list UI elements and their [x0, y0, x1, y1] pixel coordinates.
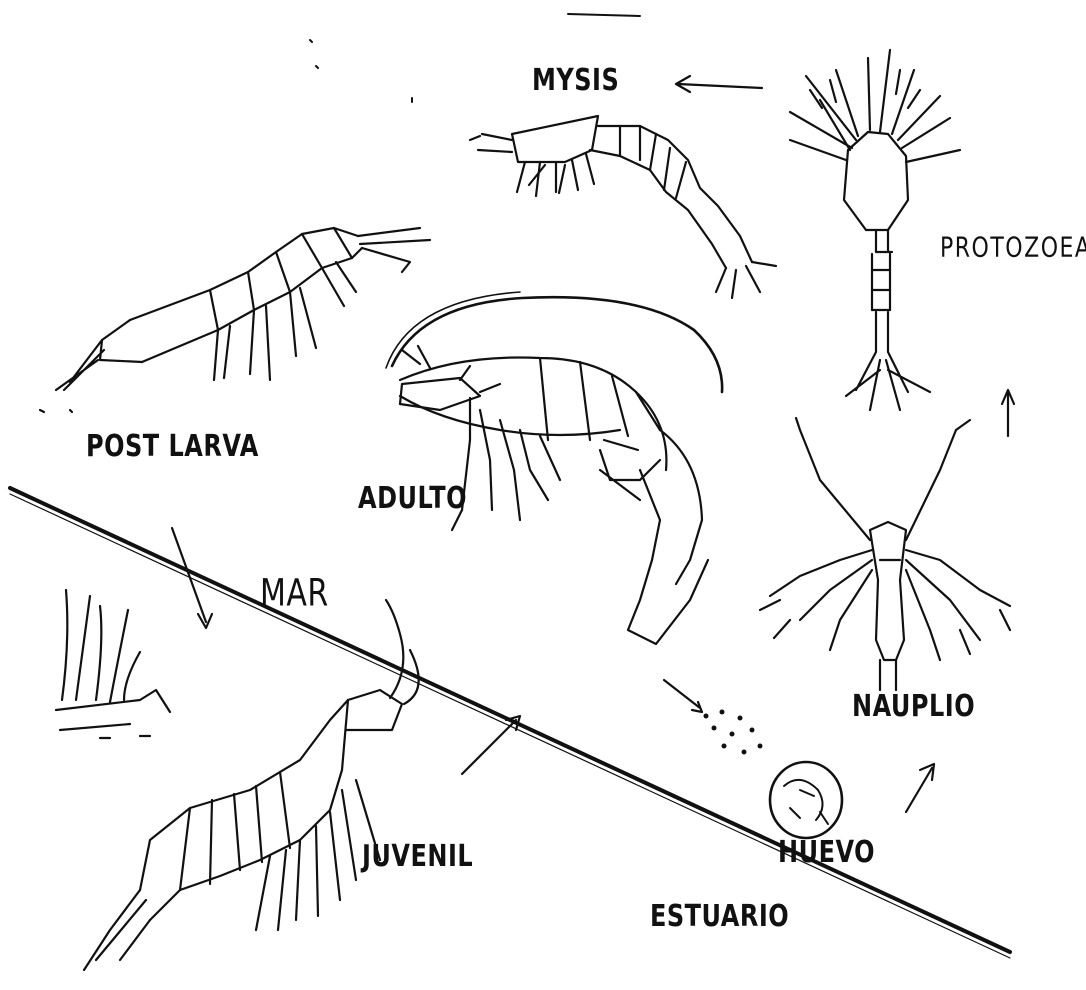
nauplius-illustration — [760, 418, 1010, 690]
label-nauplio: NAUPLIO — [852, 689, 975, 724]
label-post-larva: POST LARVA — [86, 429, 259, 464]
sea-grass-illustration — [56, 590, 170, 738]
label-protozoea: PROTOZOEA — [940, 233, 1086, 264]
post-larva-illustration — [40, 228, 430, 412]
label-mysis: MYSIS — [532, 63, 619, 98]
protozoea-larva-illustration — [790, 50, 960, 410]
arrow-adult-to-eggs — [664, 680, 702, 712]
top-mark — [568, 14, 640, 16]
eggs-dots — [704, 710, 763, 755]
label-huevo: HUEVO — [778, 835, 875, 870]
label-estuario: ESTUARIO — [650, 899, 789, 934]
arrow-protozoea-to-mysis — [676, 76, 762, 92]
label-juvenil: JUVENIL — [362, 839, 473, 874]
adult-shrimp-illustration — [386, 292, 722, 644]
arrow-nauplio-to-protozoea — [1002, 390, 1014, 436]
mysis-larva-illustration — [470, 116, 776, 298]
egg-illustration — [770, 762, 842, 838]
label-mar: MAR — [260, 572, 329, 616]
label-adulto: ADULTO — [358, 481, 467, 516]
arrow-egg-to-nauplio — [906, 764, 934, 812]
arrow-juvenil-to-sea — [462, 716, 520, 774]
